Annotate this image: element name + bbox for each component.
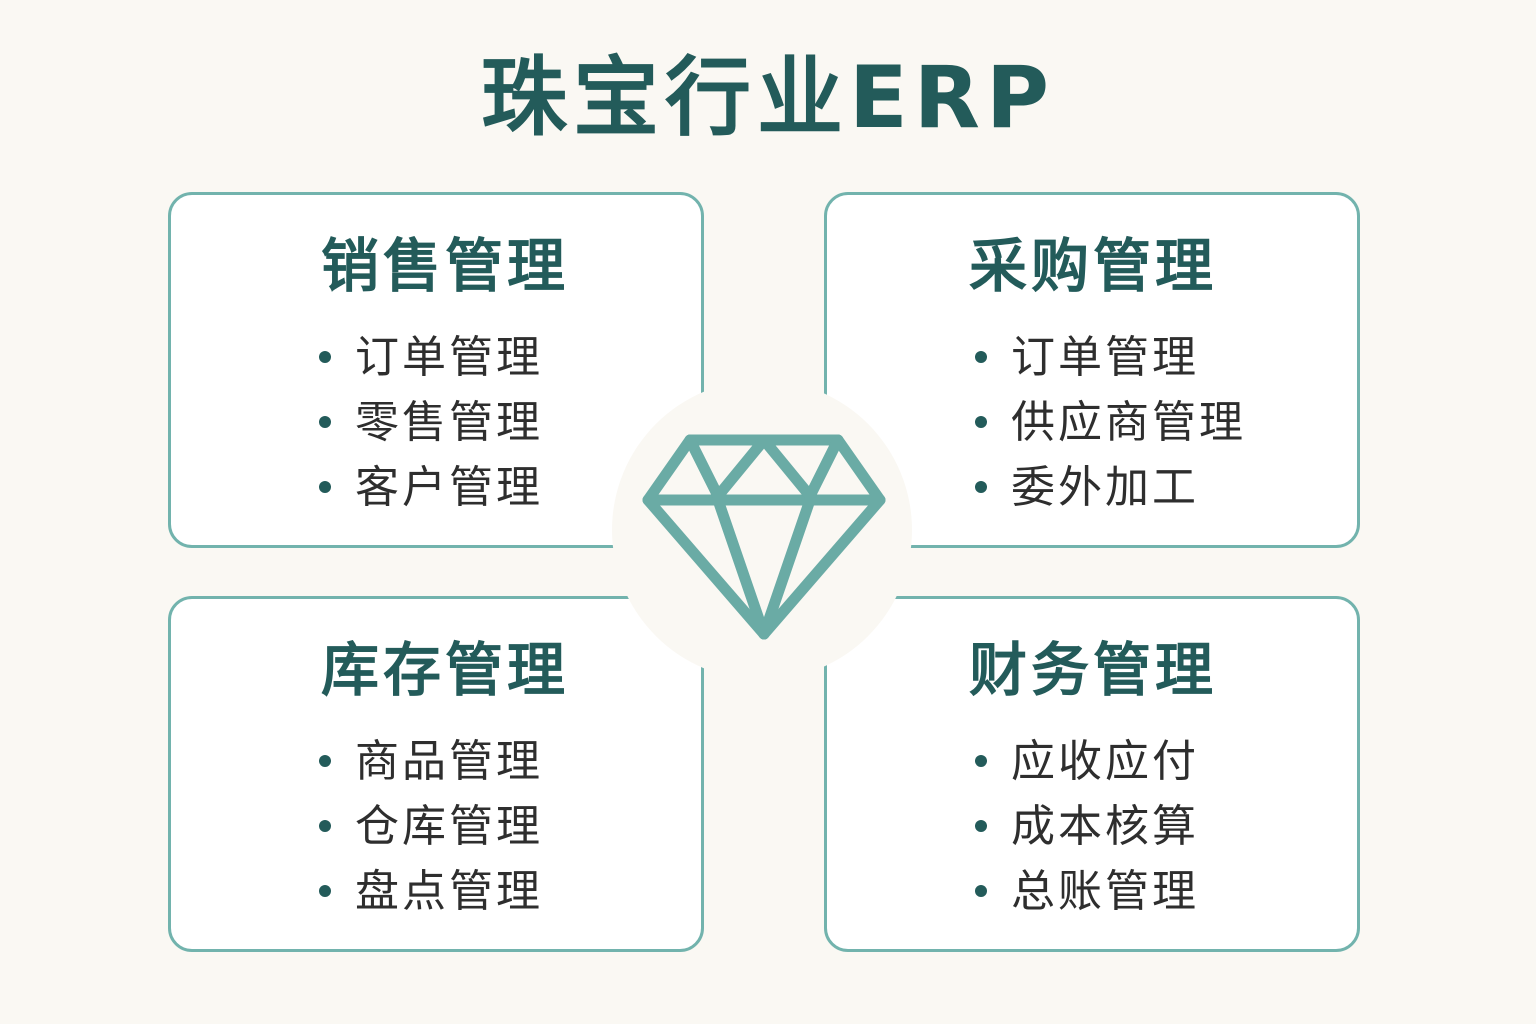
list-item: 仓库管理: [313, 794, 543, 859]
module-card-sales: 销售管理 订单管理 零售管理 客户管理: [168, 192, 704, 548]
diamond-icon: [642, 434, 886, 640]
list-item-label: 订单管理: [355, 332, 543, 383]
page-title: 珠宝行业ERP: [481, 48, 1055, 148]
module-list-purchase: 订单管理 供应商管理 委外加工: [969, 325, 1246, 520]
list-item: 客户管理: [313, 455, 543, 520]
list-item: 成本核算: [969, 794, 1199, 859]
list-item-label: 应收应付: [1011, 736, 1199, 787]
bullet-icon: [975, 416, 987, 428]
list-item: 盘点管理: [313, 859, 543, 924]
list-item-label: 成本核算: [1011, 801, 1199, 852]
module-title-finance: 财务管理: [969, 636, 1218, 704]
list-item-label: 订单管理: [1011, 332, 1199, 383]
list-item-label: 客户管理: [355, 462, 543, 513]
bullet-icon: [319, 481, 331, 493]
bullet-icon: [975, 885, 987, 897]
list-item: 零售管理: [313, 390, 543, 455]
module-card-inventory: 库存管理 商品管理 仓库管理 盘点管理: [168, 596, 704, 952]
list-item-label: 盘点管理: [355, 866, 543, 917]
list-item: 订单管理: [969, 325, 1246, 390]
module-list-sales: 订单管理 零售管理 客户管理: [313, 325, 543, 520]
list-item: 供应商管理: [969, 390, 1246, 455]
bullet-icon: [975, 481, 987, 493]
module-title-sales: 销售管理: [321, 232, 570, 300]
bullet-icon: [319, 755, 331, 767]
list-item: 委外加工: [969, 455, 1246, 520]
module-card-purchase: 采购管理 订单管理 供应商管理 委外加工: [824, 192, 1360, 548]
module-title-inventory: 库存管理: [321, 636, 570, 704]
list-item-label: 供应商管理: [1011, 397, 1246, 448]
bullet-icon: [319, 820, 331, 832]
bullet-icon: [975, 820, 987, 832]
list-item: 总账管理: [969, 859, 1199, 924]
module-list-inventory: 商品管理 仓库管理 盘点管理: [313, 729, 543, 924]
bullet-icon: [975, 755, 987, 767]
module-title-purchase: 采购管理: [969, 232, 1218, 300]
list-item-label: 商品管理: [355, 736, 543, 787]
list-item-label: 委外加工: [1011, 462, 1199, 513]
list-item-label: 总账管理: [1011, 866, 1199, 917]
list-item: 商品管理: [313, 729, 543, 794]
bullet-icon: [975, 351, 987, 363]
bullet-icon: [319, 416, 331, 428]
list-item: 应收应付: [969, 729, 1199, 794]
list-item: 订单管理: [313, 325, 543, 390]
bullet-icon: [319, 885, 331, 897]
module-list-finance: 应收应付 成本核算 总账管理: [969, 729, 1199, 924]
bullet-icon: [319, 351, 331, 363]
list-item-label: 仓库管理: [355, 801, 543, 852]
list-item-label: 零售管理: [355, 397, 543, 448]
module-card-finance: 财务管理 应收应付 成本核算 总账管理: [824, 596, 1360, 952]
